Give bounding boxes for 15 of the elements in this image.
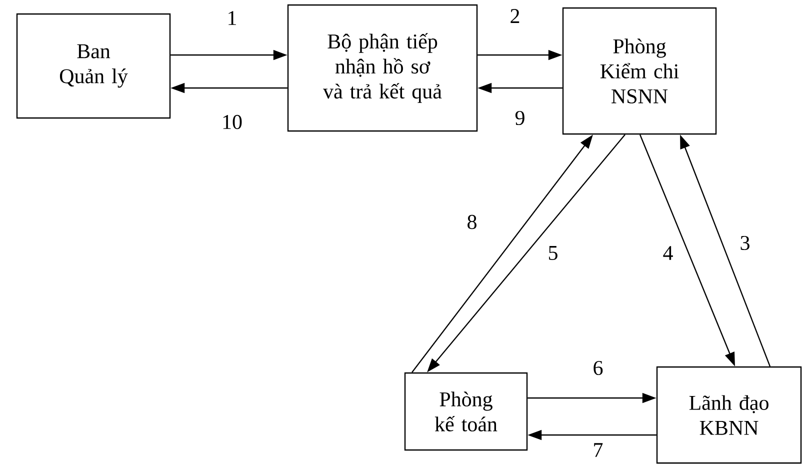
edge-label: 2 — [510, 9, 520, 23]
edge-label: 9 — [515, 110, 524, 126]
edge-label: 1 — [228, 11, 236, 25]
edge-label: 8 — [468, 214, 476, 230]
edge-label: 4 — [663, 246, 673, 260]
edge-label: 7 — [594, 443, 603, 457]
edge-label: 5 — [548, 246, 558, 260]
process-box: Lãnh đạo KBNN — [656, 366, 802, 464]
process-box: Ban Quản lý — [16, 13, 171, 119]
edge-label: 3 — [740, 236, 750, 250]
process-box: Phòng Kiểm chi NSNN — [562, 7, 717, 135]
process-box: Bộ phận tiếp nhận hồ sơ và trả kết quả — [287, 4, 478, 132]
edge-label: 6 — [594, 360, 603, 376]
edge-label: 10 — [223, 114, 242, 130]
process-box: Phòng kế toán — [404, 372, 528, 451]
